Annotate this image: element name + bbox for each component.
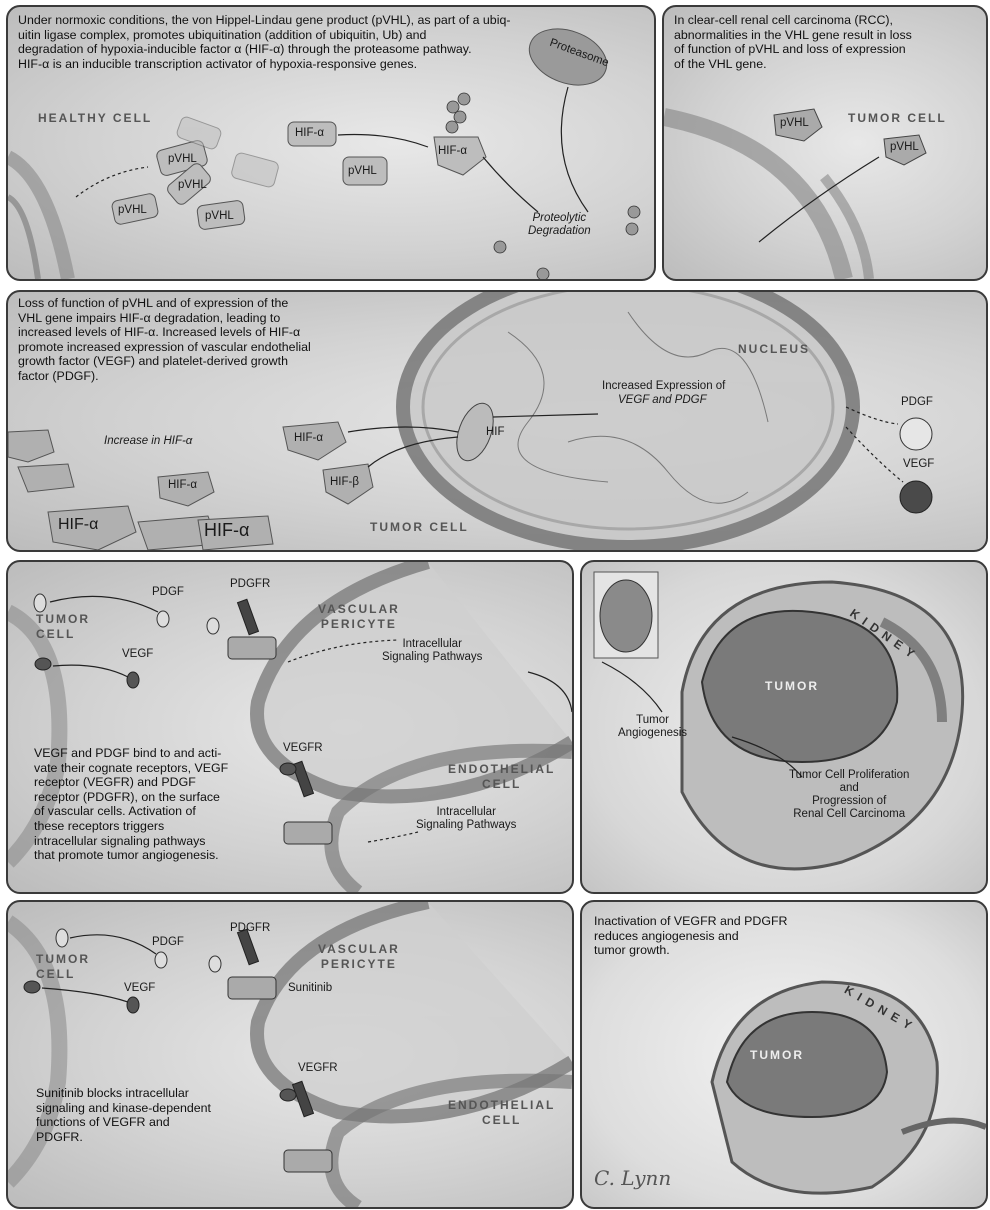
- caption-line: of function of pVHL and loss of expressi…: [674, 42, 979, 57]
- caption-line: tumor growth.: [594, 943, 874, 958]
- panel-receptor-activation: TUMOR CELL PDGF VEGF PDGFR VEGFR VASCULA…: [6, 560, 574, 894]
- hif-beta-label: HIF-β: [330, 476, 359, 489]
- tumor-proliferation-label: Tumor Cell Proliferation and Progression…: [789, 769, 909, 821]
- caption-line: increased levels of HIF-α. Increased lev…: [18, 325, 398, 340]
- panel-hif-caption: Loss of function of pVHL and of expressi…: [18, 296, 398, 384]
- panel-sunitinib: TUMOR CELL PDGF VEGF PDGFR VEGFR Sunitin…: [6, 900, 574, 1209]
- caption-line: signaling and kinase-dependent: [36, 1101, 276, 1116]
- panel-rcc-vhl: In clear-cell renal cell carcinoma (RCC)…: [662, 5, 988, 281]
- caption-line: of the VHL gene.: [674, 57, 979, 72]
- sunitinib-label: Sunitinib: [288, 982, 332, 995]
- hif-alpha-label: HIF-α: [438, 145, 467, 158]
- hif-alpha-label: HIF-α: [204, 524, 249, 537]
- tumor-cell-label: TUMOR CELL: [36, 612, 90, 642]
- caption-line: Inactivation of VEGFR and PDGFR: [594, 914, 874, 929]
- vegf-label: VEGF: [124, 982, 155, 995]
- hif-alpha-label: HIF-α: [295, 127, 324, 140]
- expression-label: Increased Expression of: [602, 380, 725, 393]
- caption-line: Under normoxic conditions, the von Hippe…: [18, 13, 648, 28]
- hif-alpha-label: HIF-α: [58, 518, 98, 531]
- pvhl-label: pVHL: [348, 165, 377, 178]
- panel-sunitinib-art: [8, 902, 572, 1207]
- panel-inactivation: Inactivation of VEGFR and PDGFR reduces …: [580, 900, 988, 1209]
- endothelial-cell-label: ENDOTHELIAL CELL: [448, 762, 555, 792]
- vegfr-label: VEGFR: [283, 742, 323, 755]
- vascular-pericyte-label: VASCULAR PERICYTE: [318, 602, 400, 632]
- panel-receptor-caption: VEGF and PDGF bind to and acti- vate the…: [34, 746, 284, 863]
- hif-alpha-label: HIF-α: [168, 479, 197, 492]
- caption-line: intracellular signaling pathways: [34, 834, 284, 849]
- pvhl-label: pVHL: [205, 210, 234, 223]
- increase-hif-label: Increase in HIF-α: [104, 435, 192, 448]
- healthy-cell-label: HEALTHY CELL: [38, 111, 152, 125]
- pdgf-label: PDGF: [152, 586, 184, 599]
- signaling-pathways-label: Intracellular Signaling Pathways: [416, 806, 516, 832]
- panel-kidney-tumor: KIDNEY TUMOR Tumor Angiogenesis Tumor Ce…: [580, 560, 988, 894]
- panel-rcc-vhl-caption: In clear-cell renal cell carcinoma (RCC)…: [674, 13, 979, 71]
- pvhl-label: pVHL: [780, 117, 809, 130]
- tumor-cell-label: TUMOR CELL: [370, 520, 469, 534]
- caption-line: functions of VEGFR and: [36, 1115, 276, 1130]
- pvhl-label: pVHL: [118, 204, 147, 217]
- caption-line: receptor (PDGFR), on the surface: [34, 790, 284, 805]
- expression-label-line2: VEGF and PDGF: [618, 394, 707, 407]
- vegf-label: VEGF: [903, 458, 934, 471]
- vegf-label: VEGF: [122, 648, 153, 661]
- caption-line: VEGF and PDGF bind to and acti-: [34, 746, 284, 761]
- signaling-pathways-label: Intracellular Signaling Pathways: [382, 638, 482, 664]
- tumor-label: TUMOR: [750, 1048, 804, 1062]
- tumor-angiogenesis-label: Tumor Angiogenesis: [618, 714, 687, 740]
- caption-line: factor (PDGF).: [18, 369, 398, 384]
- caption-line: growth factor (VEGF) and platelet-derive…: [18, 354, 398, 369]
- caption-line: these receptors triggers: [34, 819, 284, 834]
- degradation-label: Proteolytic Degradation: [528, 212, 591, 238]
- nucleus-label: NUCLEUS: [738, 342, 810, 356]
- caption-line: Sunitinib blocks intracellular: [36, 1086, 276, 1101]
- pvhl-label: pVHL: [168, 153, 197, 166]
- caption-line: PDGFR.: [36, 1130, 276, 1145]
- pvhl-label: pVHL: [890, 141, 919, 154]
- pdgfr-label: PDGFR: [230, 578, 270, 591]
- tumor-cell-label: TUMOR CELL: [848, 111, 947, 125]
- caption-line: promote increased expression of vascular…: [18, 340, 398, 355]
- caption-line: vate their cognate receptors, VEGF: [34, 761, 284, 776]
- tumor-cell-label: TUMOR CELL: [36, 952, 90, 982]
- pvhl-label: pVHL: [178, 179, 207, 192]
- panel-normoxic: Under normoxic conditions, the von Hippe…: [6, 5, 656, 281]
- tumor-label: TUMOR: [765, 679, 819, 693]
- caption-line: In clear-cell renal cell carcinoma (RCC)…: [674, 13, 979, 28]
- panel-inactivation-caption: Inactivation of VEGFR and PDGFR reduces …: [594, 914, 874, 958]
- vascular-pericyte-label: VASCULAR PERICYTE: [318, 942, 400, 972]
- caption-line: VHL gene impairs HIF-α degradation, lead…: [18, 311, 398, 326]
- hif-alpha-label: HIF-α: [294, 432, 323, 445]
- caption-line: receptor (VEGFR) and PDGF: [34, 775, 284, 790]
- artist-signature: C. Lynn: [594, 1172, 671, 1185]
- pdgf-label: PDGF: [152, 936, 184, 949]
- caption-line: reduces angiogenesis and: [594, 929, 874, 944]
- caption-line: of vascular cells. Activation of: [34, 804, 284, 819]
- caption-line: HIF-α is an inducible transcription acti…: [18, 57, 648, 72]
- pdgfr-label: PDGFR: [230, 922, 270, 935]
- panel-sunitinib-caption: Sunitinib blocks intracellular signaling…: [36, 1086, 276, 1144]
- caption-line: that promote tumor angiogenesis.: [34, 848, 284, 863]
- panel-hif-accumulation: Loss of function of pVHL and of expressi…: [6, 290, 988, 552]
- endothelial-cell-label: ENDOTHELIAL CELL: [448, 1098, 555, 1128]
- caption-line: abnormalities in the VHL gene result in …: [674, 28, 979, 43]
- vegfr-label: VEGFR: [298, 1062, 338, 1075]
- caption-line: Loss of function of pVHL and of expressi…: [18, 296, 398, 311]
- hif-label: HIF: [486, 426, 505, 439]
- pdgf-label: PDGF: [901, 396, 933, 409]
